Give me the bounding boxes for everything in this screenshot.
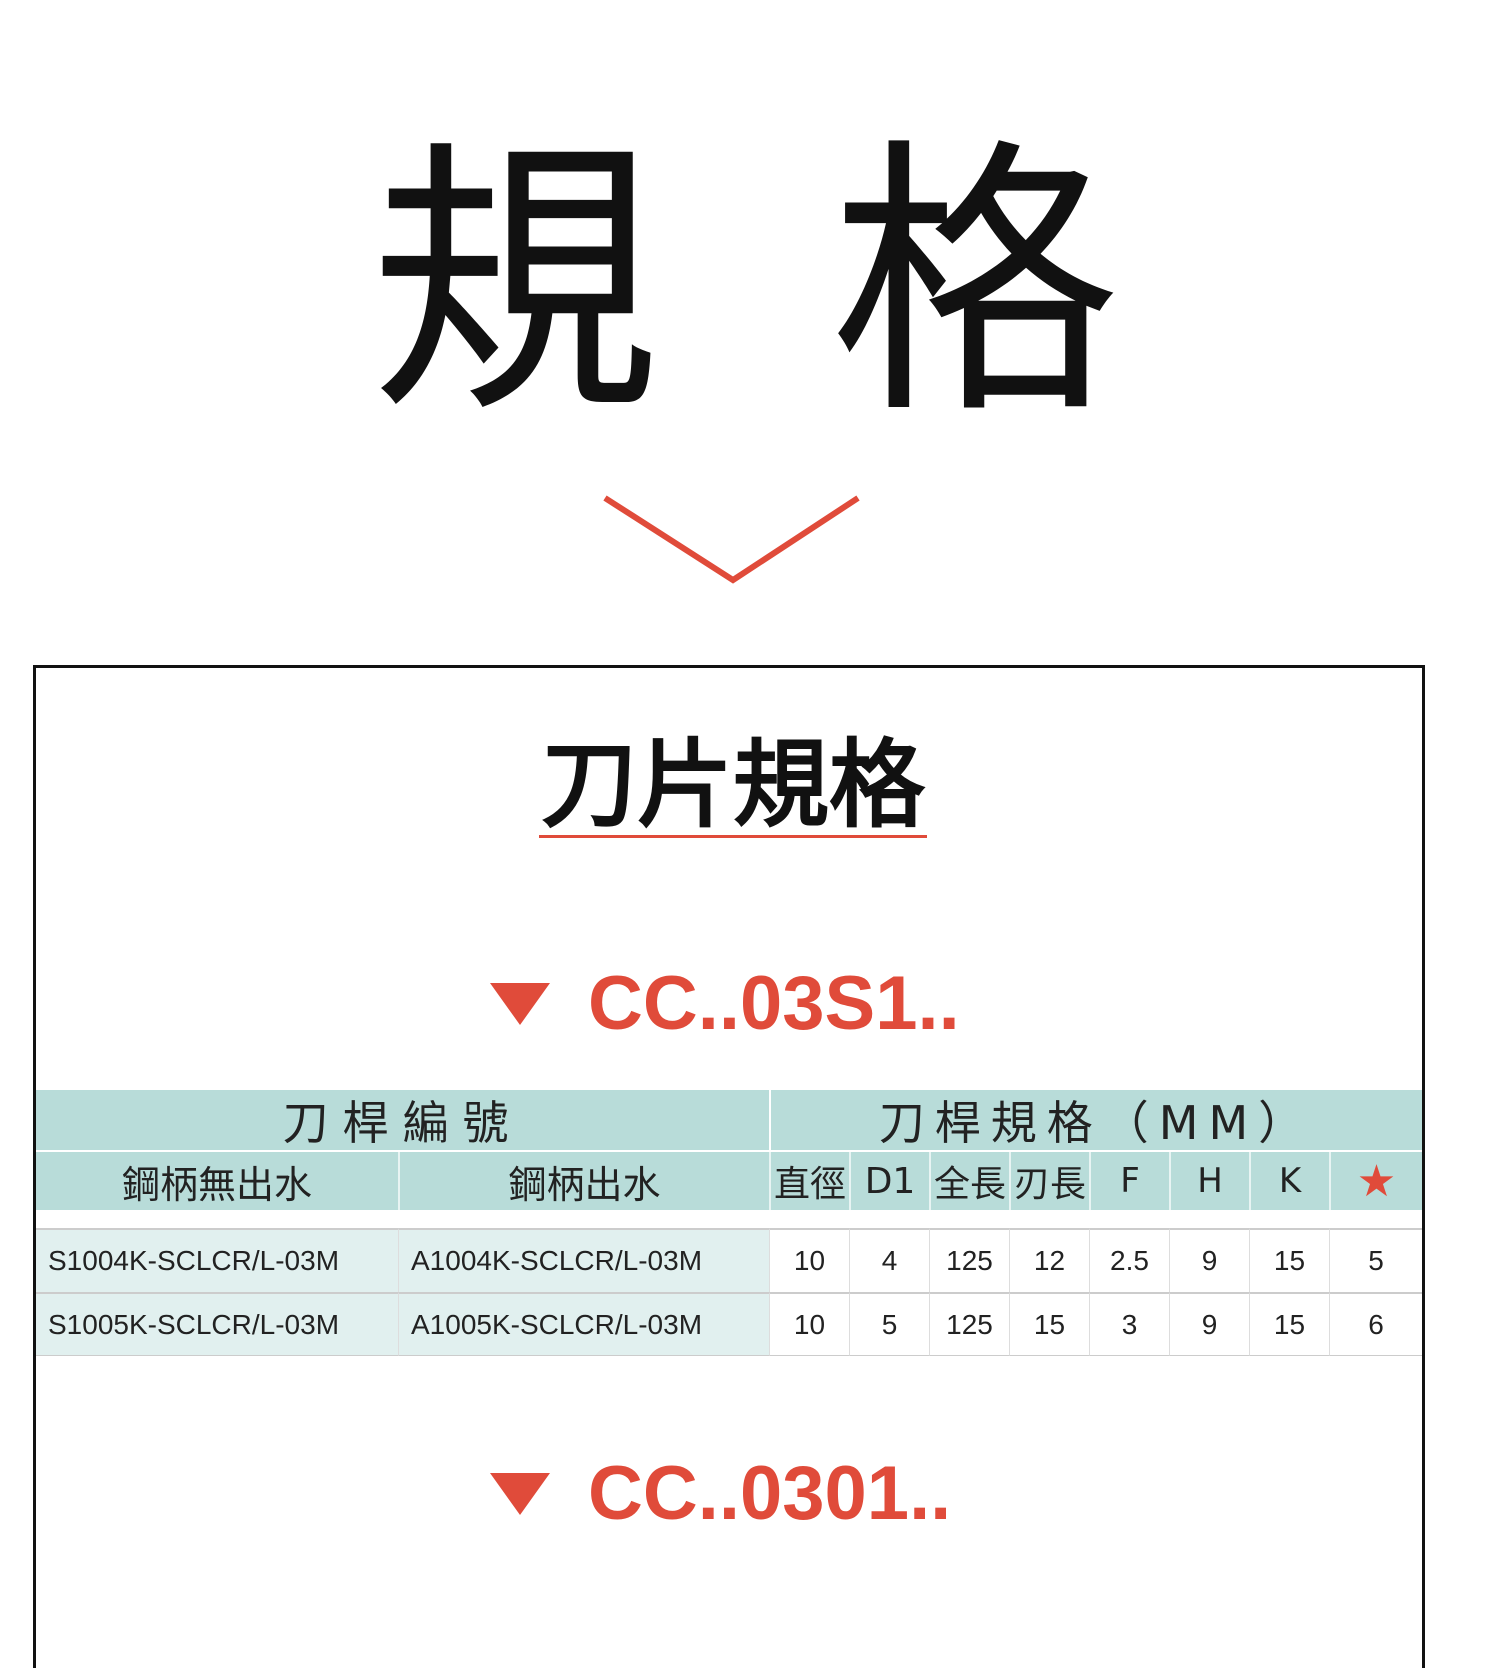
table-cell: A1005K-SCLCR/L-03M xyxy=(398,1292,769,1356)
title-char-1: 規 xyxy=(370,116,660,453)
table-cell: 12 xyxy=(1009,1228,1089,1292)
group-header-spec: 刀桿規格（MM） xyxy=(769,1090,1422,1150)
table-cell: 15 xyxy=(1249,1292,1329,1356)
table-cell: 6 xyxy=(1329,1292,1422,1356)
spec-panel xyxy=(33,665,1425,1668)
table-cell: 2.5 xyxy=(1089,1228,1169,1292)
column-header: H xyxy=(1169,1152,1249,1210)
table-cell: 5 xyxy=(1329,1228,1422,1292)
table-cell: 9 xyxy=(1169,1292,1249,1356)
title-char-2: 格 xyxy=(830,116,1120,453)
chevron-down-icon xyxy=(603,495,860,584)
table-cell: 9 xyxy=(1169,1228,1249,1292)
column-header: 鋼柄出水 xyxy=(398,1152,769,1210)
column-header: 直徑 xyxy=(769,1152,849,1210)
column-header: D1 xyxy=(849,1152,929,1210)
table-cell: 3 xyxy=(1089,1292,1169,1356)
table-cell: A1004K-SCLCR/L-03M xyxy=(398,1228,769,1292)
model-label: CC..0301.. xyxy=(588,1451,952,1536)
column-header: 鋼柄無出水 xyxy=(36,1152,398,1210)
section-title: 刀片規格 xyxy=(539,729,927,841)
table-cell: 4 xyxy=(849,1228,929,1292)
star-icon: ★ xyxy=(1329,1152,1422,1210)
table-cell: S1005K-SCLCR/L-03M xyxy=(36,1292,398,1356)
table-cell: 10 xyxy=(769,1292,849,1356)
column-header: F xyxy=(1089,1152,1169,1210)
table-cell: 5 xyxy=(849,1292,929,1356)
table-cell: 125 xyxy=(929,1292,1009,1356)
model-heading-1: CC..03S1.. xyxy=(490,960,960,1047)
table-cell: 15 xyxy=(1009,1292,1089,1356)
model-heading-2: CC..0301.. xyxy=(490,1450,951,1537)
table-cell: 10 xyxy=(769,1228,849,1292)
group-header-code: 刀桿編號 xyxy=(36,1090,769,1150)
triangle-down-icon xyxy=(490,982,550,1025)
table-cell: S1004K-SCLCR/L-03M xyxy=(36,1228,398,1292)
table-cell: 125 xyxy=(929,1228,1009,1292)
triangle-down-icon xyxy=(490,1472,550,1515)
table-cell: 15 xyxy=(1249,1228,1329,1292)
section-title-wrap: 刀片規格 xyxy=(0,735,1466,838)
column-header: 刃長 xyxy=(1009,1152,1089,1210)
column-header: K xyxy=(1249,1152,1329,1210)
column-header: 全長 xyxy=(929,1152,1009,1210)
model-label: CC..03S1.. xyxy=(588,961,960,1046)
